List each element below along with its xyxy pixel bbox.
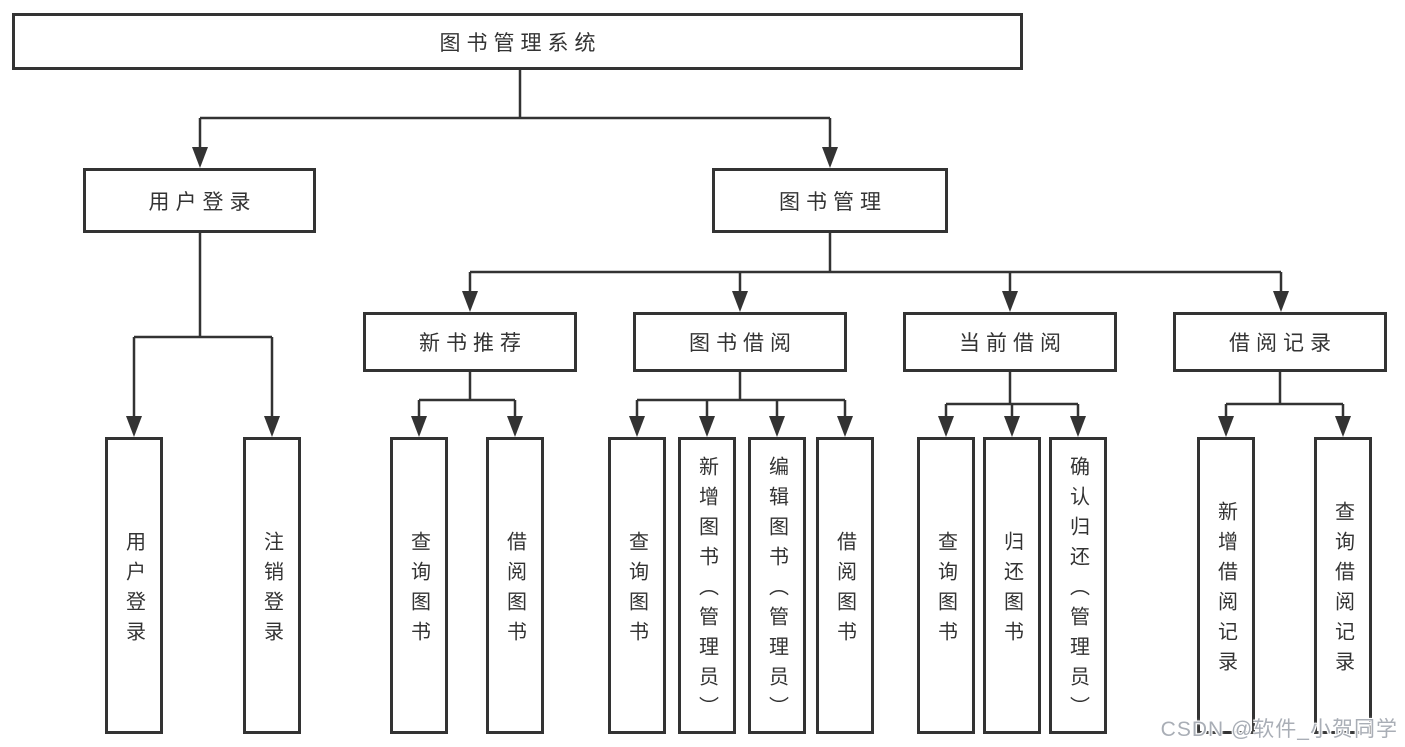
arrow-down-icon: [1335, 416, 1351, 437]
arrow-down-icon: [629, 416, 645, 437]
connector-line: [468, 233, 1283, 296]
arrow-down-icon: [1002, 291, 1018, 312]
leaf-records-add-borrow-record: 新增借阅记录: [1197, 437, 1255, 734]
connector-book-management-to-groups: [462, 233, 1289, 312]
leaf-current-return-books: 归还图书: [983, 437, 1041, 734]
leaf-recommend-borrow-books: 借阅图书: [486, 437, 544, 734]
branch-user-login: 用户登录: [83, 168, 316, 233]
arrow-down-icon: [822, 147, 838, 168]
arrow-down-icon: [938, 416, 954, 437]
leaf-borrowing-borrow-books: 借阅图书: [816, 437, 874, 734]
arrow-down-icon: [769, 416, 785, 437]
leaf-current-query-books: 查询图书: [917, 437, 975, 734]
arrow-down-icon: [1070, 416, 1086, 437]
leaf-user-login: 用户登录: [105, 437, 163, 734]
arrow-down-icon: [264, 416, 280, 437]
arrow-down-icon: [732, 291, 748, 312]
leaf-records-query-borrow-record: 查询借阅记录: [1314, 437, 1372, 734]
group-book-borrowing: 图书借阅: [633, 312, 847, 372]
group-borrow-records: 借阅记录: [1173, 312, 1387, 372]
connector-line: [635, 372, 847, 421]
connector-line: [1224, 372, 1345, 421]
connector-line: [132, 233, 274, 421]
connector-line: [944, 372, 1080, 421]
arrow-down-icon: [126, 416, 142, 437]
arrow-down-icon: [192, 147, 208, 168]
leaf-logout: 注销登录: [243, 437, 301, 734]
connector-book-borrowing-to-leaves: [629, 372, 853, 437]
group-new-book-recommend: 新书推荐: [363, 312, 577, 372]
leaf-borrowing-query-books: 查询图书: [608, 437, 666, 734]
connector-new-book-recommend-to-leaves: [411, 372, 523, 437]
arrow-down-icon: [411, 416, 427, 437]
arrow-down-icon: [507, 416, 523, 437]
connector-root-to-branches: [192, 70, 838, 168]
connector-current-borrowing-to-leaves: [938, 372, 1086, 437]
leaf-recommend-query-books: 查询图书: [390, 437, 448, 734]
leaf-borrowing-add-books-admin: 新增图书（管理员）: [678, 437, 736, 734]
branch-book-management: 图书管理: [712, 168, 948, 233]
arrow-down-icon: [1218, 416, 1234, 437]
arrow-down-icon: [699, 416, 715, 437]
arrow-down-icon: [837, 416, 853, 437]
connector-user-login-to-leaves: [126, 233, 280, 437]
arrow-down-icon: [1273, 291, 1289, 312]
node-root-library-management-system: 图书管理系统: [12, 13, 1023, 70]
arrow-down-icon: [462, 291, 478, 312]
leaf-borrowing-edit-books-admin: 编辑图书（管理员）: [748, 437, 806, 734]
csdn-watermark: CSDN @软件_小贺同学: [1160, 718, 1398, 741]
connector-borrow-records-to-leaves: [1218, 372, 1351, 437]
leaf-current-confirm-return-admin: 确认归还（管理员）: [1049, 437, 1107, 734]
connector-line: [417, 372, 517, 421]
arrow-down-icon: [1004, 416, 1020, 437]
group-current-borrowing: 当前借阅: [903, 312, 1117, 372]
connector-line: [198, 70, 832, 152]
